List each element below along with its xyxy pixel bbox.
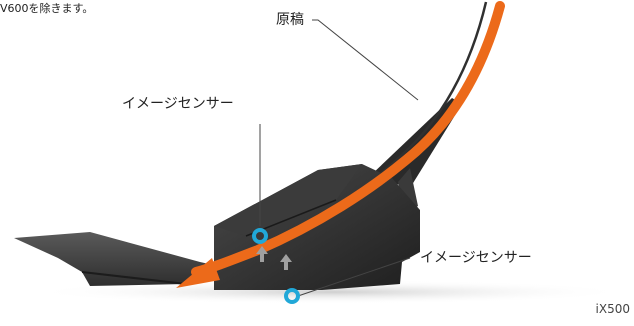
scanner-body [214, 164, 420, 290]
image-sensor-label-upper: イメージセンサー [122, 96, 234, 112]
sensor-lower-marker [284, 288, 300, 304]
image-sensor-label-lower: イメージセンサー [420, 250, 532, 266]
scanner-top-face [214, 164, 362, 236]
document-label: 原稿 [276, 12, 304, 28]
sensor-upper-marker [252, 228, 268, 244]
sensor-lower-direction-icon [280, 254, 292, 270]
paper-path-arrow [191, 1, 505, 277]
output-tray [14, 232, 238, 286]
sensor-upper-direction-icon [256, 246, 268, 262]
document-leader [312, 19, 419, 101]
model-name: iX500 [595, 302, 630, 316]
note-text: V600を除きます。 [0, 2, 94, 15]
sensor-lower-leader [297, 257, 411, 297]
paper-path-arrowhead [176, 258, 220, 288]
